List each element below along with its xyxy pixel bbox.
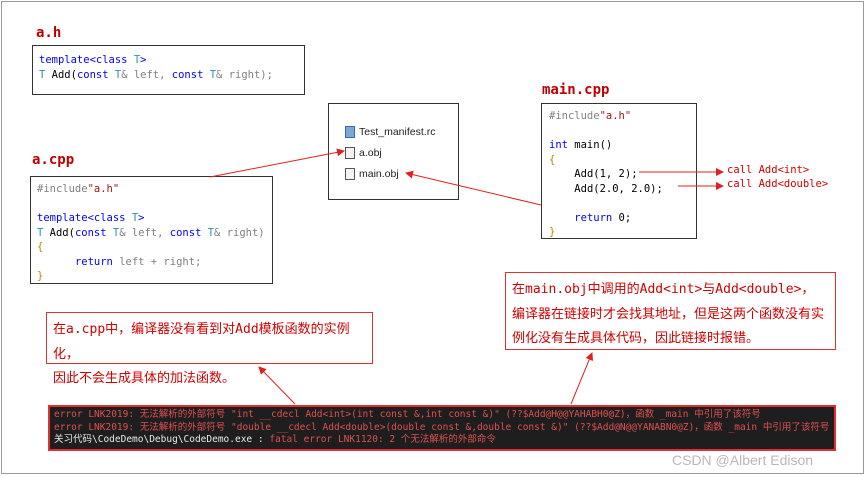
arrow-console-to-note-right bbox=[570, 352, 594, 405]
note-right: 在main.obj中调用的Add<int>与Add<double>， 编译器在链… bbox=[505, 272, 836, 350]
console-line-3-error: fatal error LNK1120: 2 个无法解析的外部命令 bbox=[269, 434, 496, 445]
console-line-3-path: 关习代码\CodeDemo\Debug\CodeDemo.exe : bbox=[54, 434, 270, 445]
note-left-line1: 在a.cpp中，编译器没有看到对Add模板函数的实例化， bbox=[53, 321, 350, 361]
a-cpp-title: a.cpp bbox=[32, 152, 75, 168]
main-cpp-code-box: #include"a.h" int main() { Add(1, 2); Ad… bbox=[541, 103, 697, 239]
watermark: CSDN @Albert Edison bbox=[672, 452, 814, 468]
obj-file-icon bbox=[345, 147, 355, 159]
note-right-line3: 例化没有生成具体代码，因此链接时报错。 bbox=[512, 330, 760, 345]
a-cpp-code: #include"a.h" template<class T> T Add(co… bbox=[37, 183, 265, 282]
arrow-main-cpp-to-main-obj bbox=[405, 170, 542, 206]
note-right-line2: 编译器在链接时才会找其地址，但是这两个函数没有实 bbox=[512, 306, 825, 321]
a-h-code: template<class T> T Add(const T& left, c… bbox=[39, 54, 273, 81]
a-cpp-code-box: #include"a.h" template<class T> T Add(co… bbox=[30, 176, 273, 284]
note-left-line2: 因此不会生成具体的加法函数。 bbox=[53, 370, 236, 385]
arrow-console-to-note-left bbox=[258, 366, 296, 405]
object-file-list: Test_manifest.rc a.obj main.obj bbox=[328, 103, 459, 200]
call-note-double: call Add<double> bbox=[727, 178, 829, 190]
arrow-a-cpp-to-a-obj bbox=[209, 148, 345, 178]
note-right-line1: 在main.obj中调用的Add<int>与Add<double>， bbox=[512, 281, 815, 297]
file-item-main-obj: main.obj bbox=[345, 168, 399, 180]
console-line-1: error LNK2019: 无法解析的外部符号 "int __cdecl Ad… bbox=[54, 409, 761, 420]
rc-file-icon bbox=[345, 126, 355, 138]
linker-error-console: error LNK2019: 无法解析的外部符号 "int __cdecl Ad… bbox=[48, 405, 836, 451]
note-left: 在a.cpp中，编译器没有看到对Add模板函数的实例化， 因此不会生成具体的加法… bbox=[46, 312, 373, 385]
a-h-code-box: template<class T> T Add(const T& left, c… bbox=[32, 45, 305, 95]
obj-file-icon bbox=[345, 168, 355, 180]
main-cpp-code: #include"a.h" int main() { Add(1, 2); Ad… bbox=[549, 110, 663, 238]
call-note-int: call Add<int> bbox=[727, 164, 810, 176]
file-item-manifest: Test_manifest.rc bbox=[345, 126, 435, 138]
a-h-title: a.h bbox=[36, 25, 62, 41]
file-item-a-obj: a.obj bbox=[345, 147, 382, 159]
main-cpp-title: main.cpp bbox=[542, 82, 610, 98]
console-line-2: error LNK2019: 无法解析的外部符号 "double __cdecl… bbox=[54, 421, 830, 433]
